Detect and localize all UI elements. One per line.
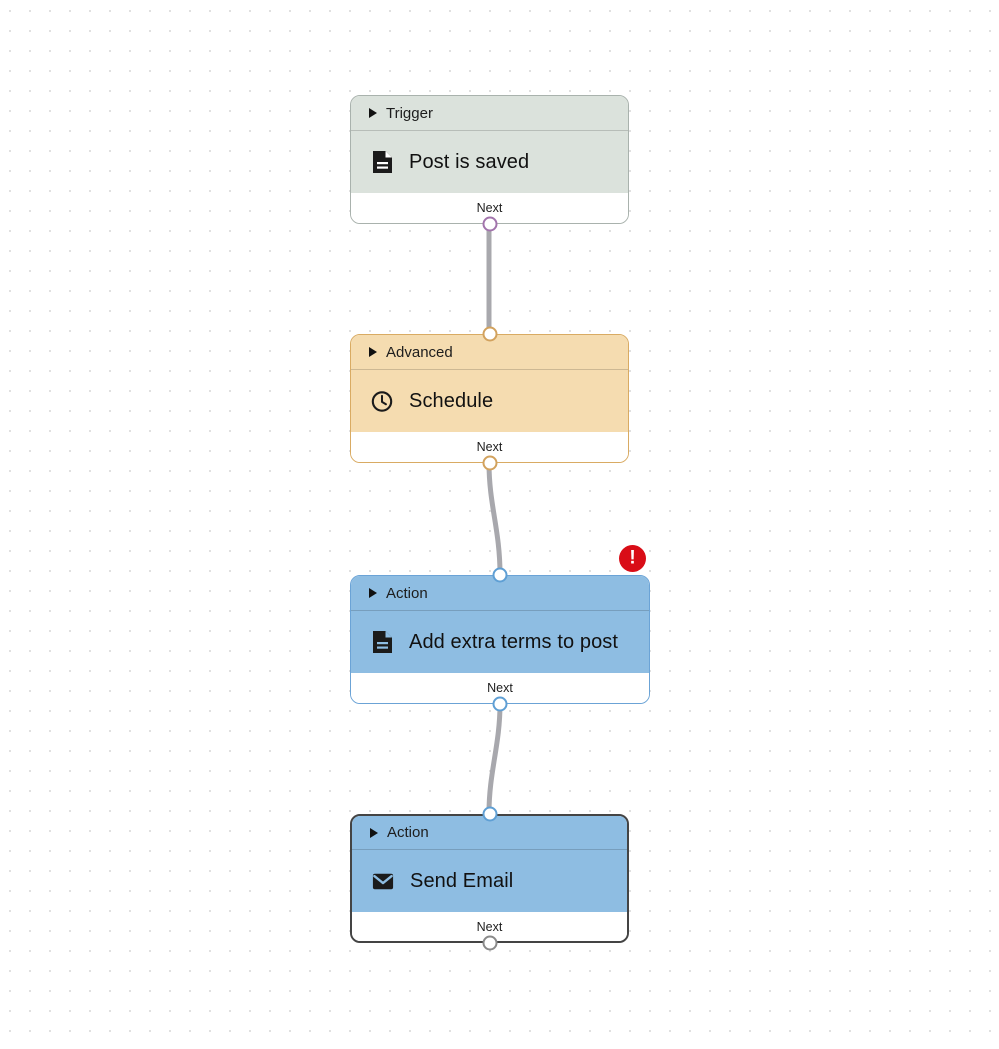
error-badge-icon[interactable]: !: [619, 545, 646, 572]
node-footer-label: Next: [476, 201, 503, 216]
node-body-advanced[interactable]: Schedule: [351, 370, 628, 433]
node-body-trigger[interactable]: Post is saved: [351, 131, 628, 194]
node-title: Send Email: [410, 869, 514, 892]
node-body-action[interactable]: Add extra terms to post: [351, 611, 649, 674]
workflow-node-action-add-terms[interactable]: Action Add extra terms to post Next: [350, 567, 650, 712]
input-port-advanced[interactable]: [482, 326, 497, 342]
document-icon: [371, 630, 393, 654]
node-footer-label: Next: [476, 440, 503, 455]
node-title: Add extra terms to post: [409, 630, 619, 653]
error-badge-label: !: [629, 547, 636, 569]
document-icon: [371, 150, 393, 174]
workflow-node-advanced[interactable]: Advanced Schedule Next: [350, 326, 629, 471]
node-header-action[interactable]: Action: [352, 816, 627, 851]
node-title: Schedule: [409, 389, 494, 412]
connector-action-to-email: [486, 701, 503, 816]
node-footer-label: Next: [487, 681, 513, 696]
input-port-action[interactable]: [492, 567, 508, 583]
node-header-trigger[interactable]: Trigger: [351, 96, 628, 132]
node-body-action[interactable]: Send Email: [352, 850, 627, 913]
node-category-label: Trigger: [386, 104, 433, 122]
disclosure-triangle-icon[interactable]: [369, 588, 377, 599]
disclosure-triangle-icon[interactable]: [369, 347, 377, 358]
disclosure-triangle-icon[interactable]: [369, 108, 377, 119]
clock-icon: [371, 389, 393, 413]
node-footer-label: Next: [476, 919, 503, 934]
node-category-label: Advanced: [386, 343, 453, 361]
node-category-label: Action: [386, 584, 428, 602]
envelope-icon: [372, 869, 394, 893]
output-port-send-email[interactable]: [482, 935, 497, 951]
output-port-trigger[interactable]: [482, 216, 497, 232]
workflow-node-trigger[interactable]: Trigger Post is saved Next: [350, 95, 629, 232]
disclosure-triangle-icon[interactable]: [370, 827, 378, 838]
node-category-label: Action: [387, 824, 429, 842]
node-title: Post is saved: [409, 150, 530, 173]
output-port-action[interactable]: [492, 696, 508, 712]
input-port-send-email[interactable]: [482, 806, 497, 822]
connector-advanced-to-action: [486, 460, 503, 577]
workflow-node-action-send-email[interactable]: Action Send Email Next: [350, 806, 629, 951]
output-port-advanced[interactable]: [482, 455, 497, 471]
